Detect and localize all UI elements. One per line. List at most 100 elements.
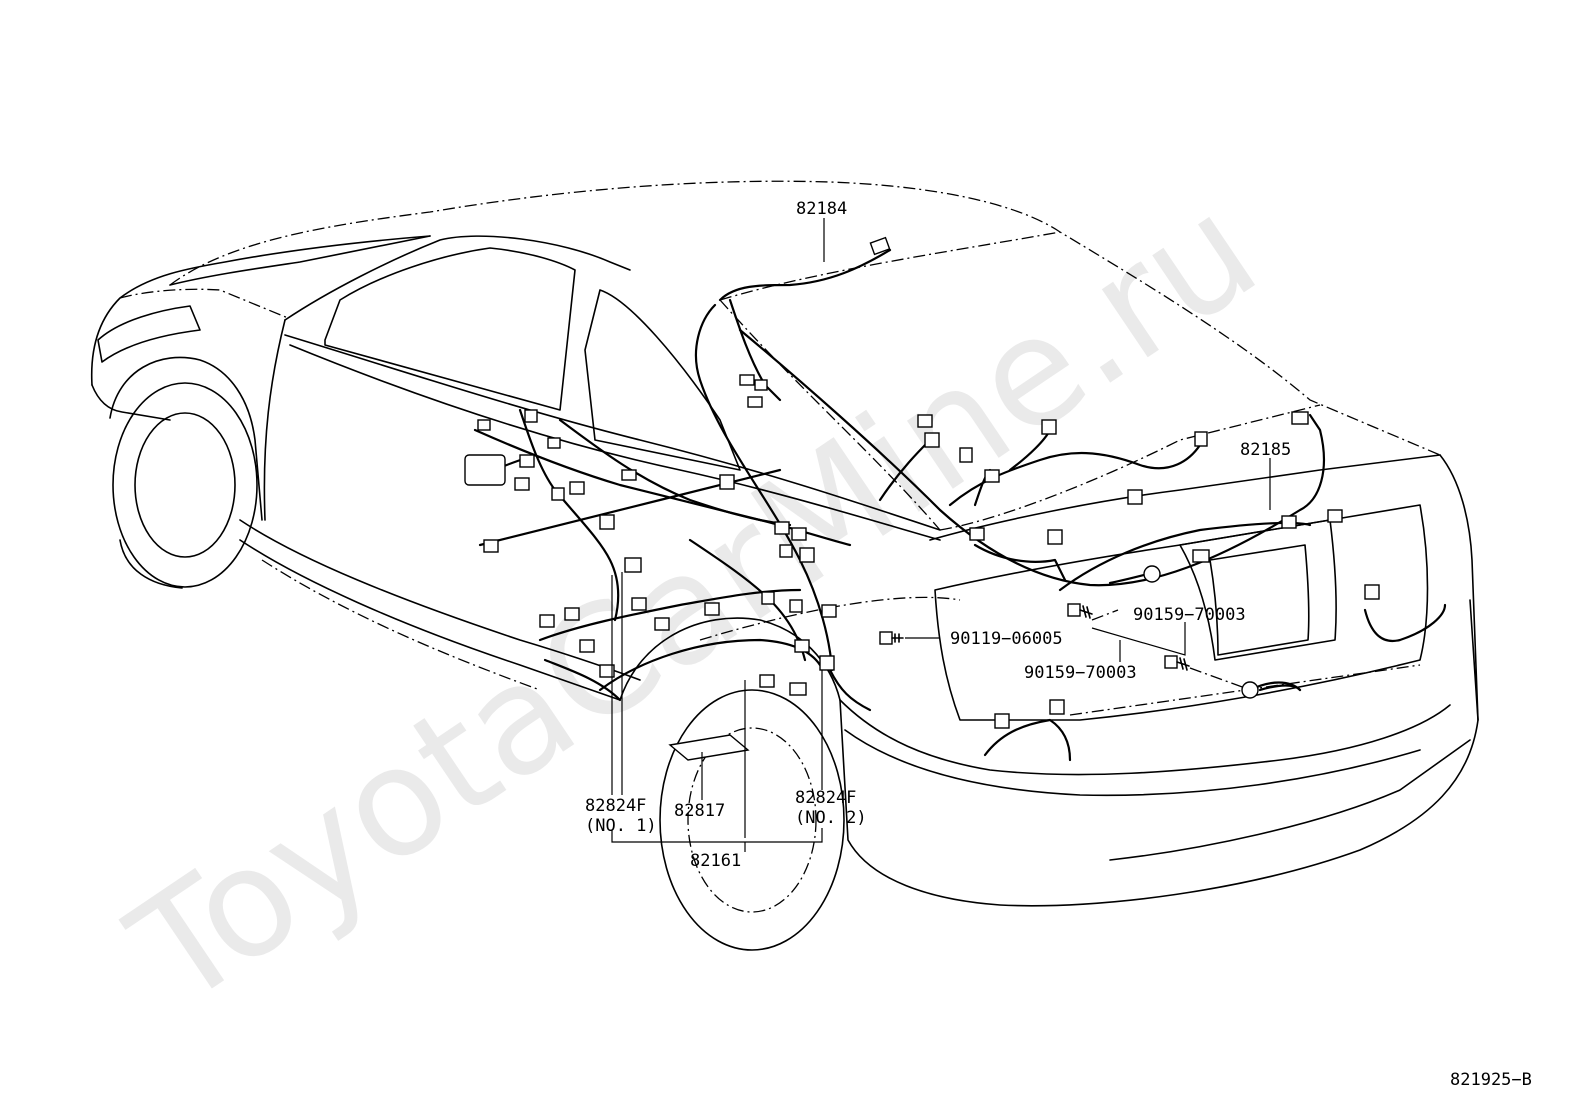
connector-roof-end (869, 236, 891, 256)
fasteners (668, 565, 1302, 761)
rear-bumper-top (844, 729, 1421, 797)
connectors (464, 236, 1380, 729)
connector-deck-m (1192, 549, 1210, 563)
ground-terminal-lower (1241, 681, 1302, 699)
connector-roof-a (739, 374, 755, 386)
label-82184: 82184 (796, 199, 847, 219)
connector-roof-c (747, 396, 763, 408)
connector-side-g (551, 487, 565, 501)
rear-tire (659, 689, 845, 951)
tail-end (1439, 454, 1479, 721)
floor-harness-loop (518, 408, 620, 622)
front-wheel-arch (109, 356, 263, 521)
rear-quarter-window (584, 289, 741, 471)
connector-side-q (779, 544, 793, 558)
leader-90159-lower-dash (1189, 667, 1246, 689)
connector-side-f (514, 477, 530, 491)
connector-tail-c (994, 713, 1010, 729)
label-82161: 82161 (690, 851, 741, 871)
connector-deck-i (1327, 509, 1343, 523)
license-plate (1209, 544, 1310, 656)
connector-side-b (477, 419, 491, 431)
connector-floor-c (579, 639, 595, 653)
hood-dash (119, 288, 289, 319)
connector-deck-b (917, 414, 933, 428)
label-82824f-no2-note: (NO. 2) (795, 808, 867, 828)
connector-side-m (719, 474, 735, 490)
door-front-edge (263, 319, 286, 521)
connector-side-j (599, 514, 615, 530)
front-tire (112, 382, 258, 588)
rear-floor-dash (699, 596, 961, 641)
right-drop-wire (983, 718, 1072, 762)
label-82824f-no2: 82824F (795, 788, 856, 808)
connector-deck-a (924, 432, 940, 448)
bolt-right-upper (1067, 603, 1093, 619)
b-pillar-window (324, 247, 576, 411)
roof-outline (169, 180, 1441, 456)
label-82824f-no1-note: (NO. 1) (585, 816, 657, 836)
connector-deck-d (984, 469, 1000, 483)
connector-floor-d (631, 597, 647, 611)
leader-90159-upper (1091, 622, 1186, 656)
bolt-right-lower (1164, 655, 1190, 671)
connector-floor-j (794, 639, 810, 653)
car-body (90, 180, 1479, 951)
connector-side-e (519, 454, 535, 468)
connector-side-n (774, 521, 790, 535)
side-sill-lower (239, 539, 621, 701)
connector-tail-b (1049, 699, 1065, 715)
label-82817: 82817 (674, 801, 725, 821)
front-tire-bottom (119, 539, 183, 589)
connector-floor-e (654, 617, 670, 631)
connector-floor-g (761, 591, 775, 605)
connector-floor-a (539, 614, 555, 628)
headlight (97, 305, 201, 363)
floor-harness-bottom (543, 658, 622, 702)
connector-deck-l (1047, 529, 1063, 545)
label-82185: 82185 (1240, 440, 1291, 460)
floor-harness-main (478, 468, 782, 547)
floor-harness-diag (558, 418, 792, 527)
deck-harness (738, 328, 1325, 587)
deck-lower (973, 543, 1067, 582)
connector-floor-l (789, 682, 807, 696)
connector-side-a (464, 454, 506, 486)
connector-deck-c (959, 447, 973, 463)
connector-deck-e (1041, 419, 1057, 435)
rear-right-wire (1058, 521, 1312, 592)
roof-harness (718, 248, 892, 302)
front-fender (90, 235, 431, 386)
connector-deck-j (1281, 515, 1297, 529)
figure-code: 821925−B (1450, 1070, 1532, 1090)
connector-deck-f (1194, 431, 1208, 447)
connector-side-p (799, 547, 815, 563)
connector-side-h (569, 481, 585, 495)
leader-lines (611, 218, 1271, 852)
tail-wire (1363, 603, 1447, 643)
connector-floor-f (704, 602, 720, 616)
label-90159-70003-upper: 90159−70003 (1133, 605, 1246, 625)
a-pillar (284, 235, 631, 321)
door-top-line (284, 334, 941, 531)
bracket-82161 (611, 828, 823, 843)
connector-side-d (547, 437, 561, 449)
front-bumper (91, 384, 171, 421)
trunk-lid (929, 454, 1441, 541)
rear-bumper-body (839, 599, 1479, 907)
connector-deck-k (969, 527, 985, 541)
rear-quarter (839, 699, 1451, 776)
connector-side-l (624, 557, 642, 573)
connector-side-i (621, 469, 637, 481)
label-90159-70003-lower: 90159−70003 (1024, 663, 1137, 683)
roof-drop (694, 303, 834, 672)
protector-plate (668, 734, 750, 761)
license-plate-recess (1179, 519, 1337, 661)
connector-floor-b (564, 607, 580, 621)
part-labels: 82184 82185 90119−06005 90159−70003 9015… (585, 199, 1291, 871)
c-pillar-wire (828, 668, 872, 712)
bolt-center (879, 631, 904, 645)
rear-rim (687, 727, 817, 913)
tail-panel (934, 504, 1429, 721)
